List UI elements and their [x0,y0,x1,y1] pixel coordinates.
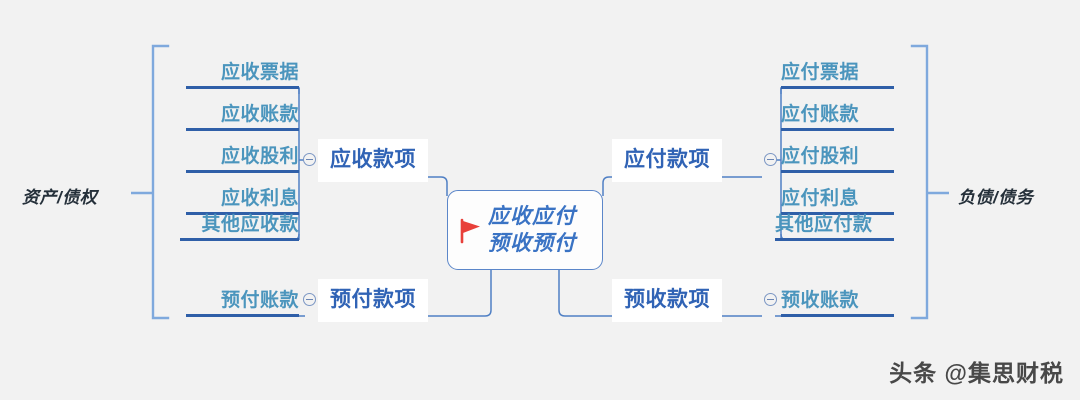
side-label-right: 负债/债务 [958,188,1034,207]
leaf-node[interactable]: 其他应付款 [775,212,894,241]
leaf-node[interactable]: 应收利息 [186,186,299,215]
collapse-minus-icon[interactable] [764,153,777,166]
leaf-underline [781,128,894,131]
parent-node-payables[interactable]: 应付款项 [612,139,722,182]
parent-label: 应收款项 [330,148,416,171]
leaf-node[interactable]: 应付股利 [781,144,894,173]
leaf-label: 其他应收款 [201,214,299,235]
leaf-underline [186,128,299,131]
leaf-underline [186,170,299,173]
red-flag-icon [460,218,480,244]
leaf-underline [781,212,894,215]
leaf-label: 应收股利 [220,146,299,167]
leaf-underline [781,314,894,317]
collapse-minus-icon[interactable] [303,293,316,306]
parent-label: 预收款项 [624,288,710,311]
leaf-underline [186,314,299,317]
leaf-label: 其他应付款 [775,214,873,235]
leaf-node[interactable]: 应收股利 [186,144,299,173]
parent-label: 预付款项 [330,288,416,311]
leaf-node[interactable]: 预付账款 [186,288,299,317]
leaf-underline [186,212,299,215]
leaf-node[interactable]: 应付票据 [781,60,894,89]
leaf-label: 应收账款 [220,104,299,125]
leaf-label: 应付账款 [781,104,860,125]
root-node[interactable]: 应收应付 预收预付 [447,190,603,270]
watermark: 头条 @集思财税 [889,360,1064,386]
collapse-minus-icon[interactable] [764,293,777,306]
root-label: 应收应付 预收预付 [488,203,576,257]
leaf-underline [180,238,299,241]
leaf-underline [781,86,894,89]
side-label-left: 资产/债权 [22,188,98,207]
root-label-line1: 应收应付 [488,205,576,228]
leaf-label: 应付股利 [781,146,860,167]
leaf-node[interactable]: 应付账款 [781,102,894,131]
parent-node-prepayments[interactable]: 预付款项 [318,279,428,322]
parent-node-advance-receipts[interactable]: 预收款项 [612,279,722,322]
leaf-underline [775,238,894,241]
leaf-label: 应收利息 [220,188,299,209]
leaf-label: 应收票据 [220,62,299,83]
collapse-minus-icon[interactable] [303,153,316,166]
leaf-underline [781,170,894,173]
leaf-node[interactable]: 预收账款 [781,288,894,317]
parent-node-receivables[interactable]: 应收款项 [318,139,428,182]
root-label-line2: 预收预付 [488,232,576,255]
leaf-underline [186,86,299,89]
leaf-node[interactable]: 应付利息 [781,186,894,215]
leaf-label: 应付票据 [781,62,860,83]
leaf-label: 预收账款 [781,290,860,311]
leaf-node[interactable]: 应收账款 [186,102,299,131]
parent-label: 应付款项 [624,148,710,171]
leaf-label: 预付账款 [220,290,299,311]
leaf-node[interactable]: 其他应收款 [180,212,299,241]
leaf-node[interactable]: 应收票据 [186,60,299,89]
leaf-label: 应付利息 [781,188,860,209]
